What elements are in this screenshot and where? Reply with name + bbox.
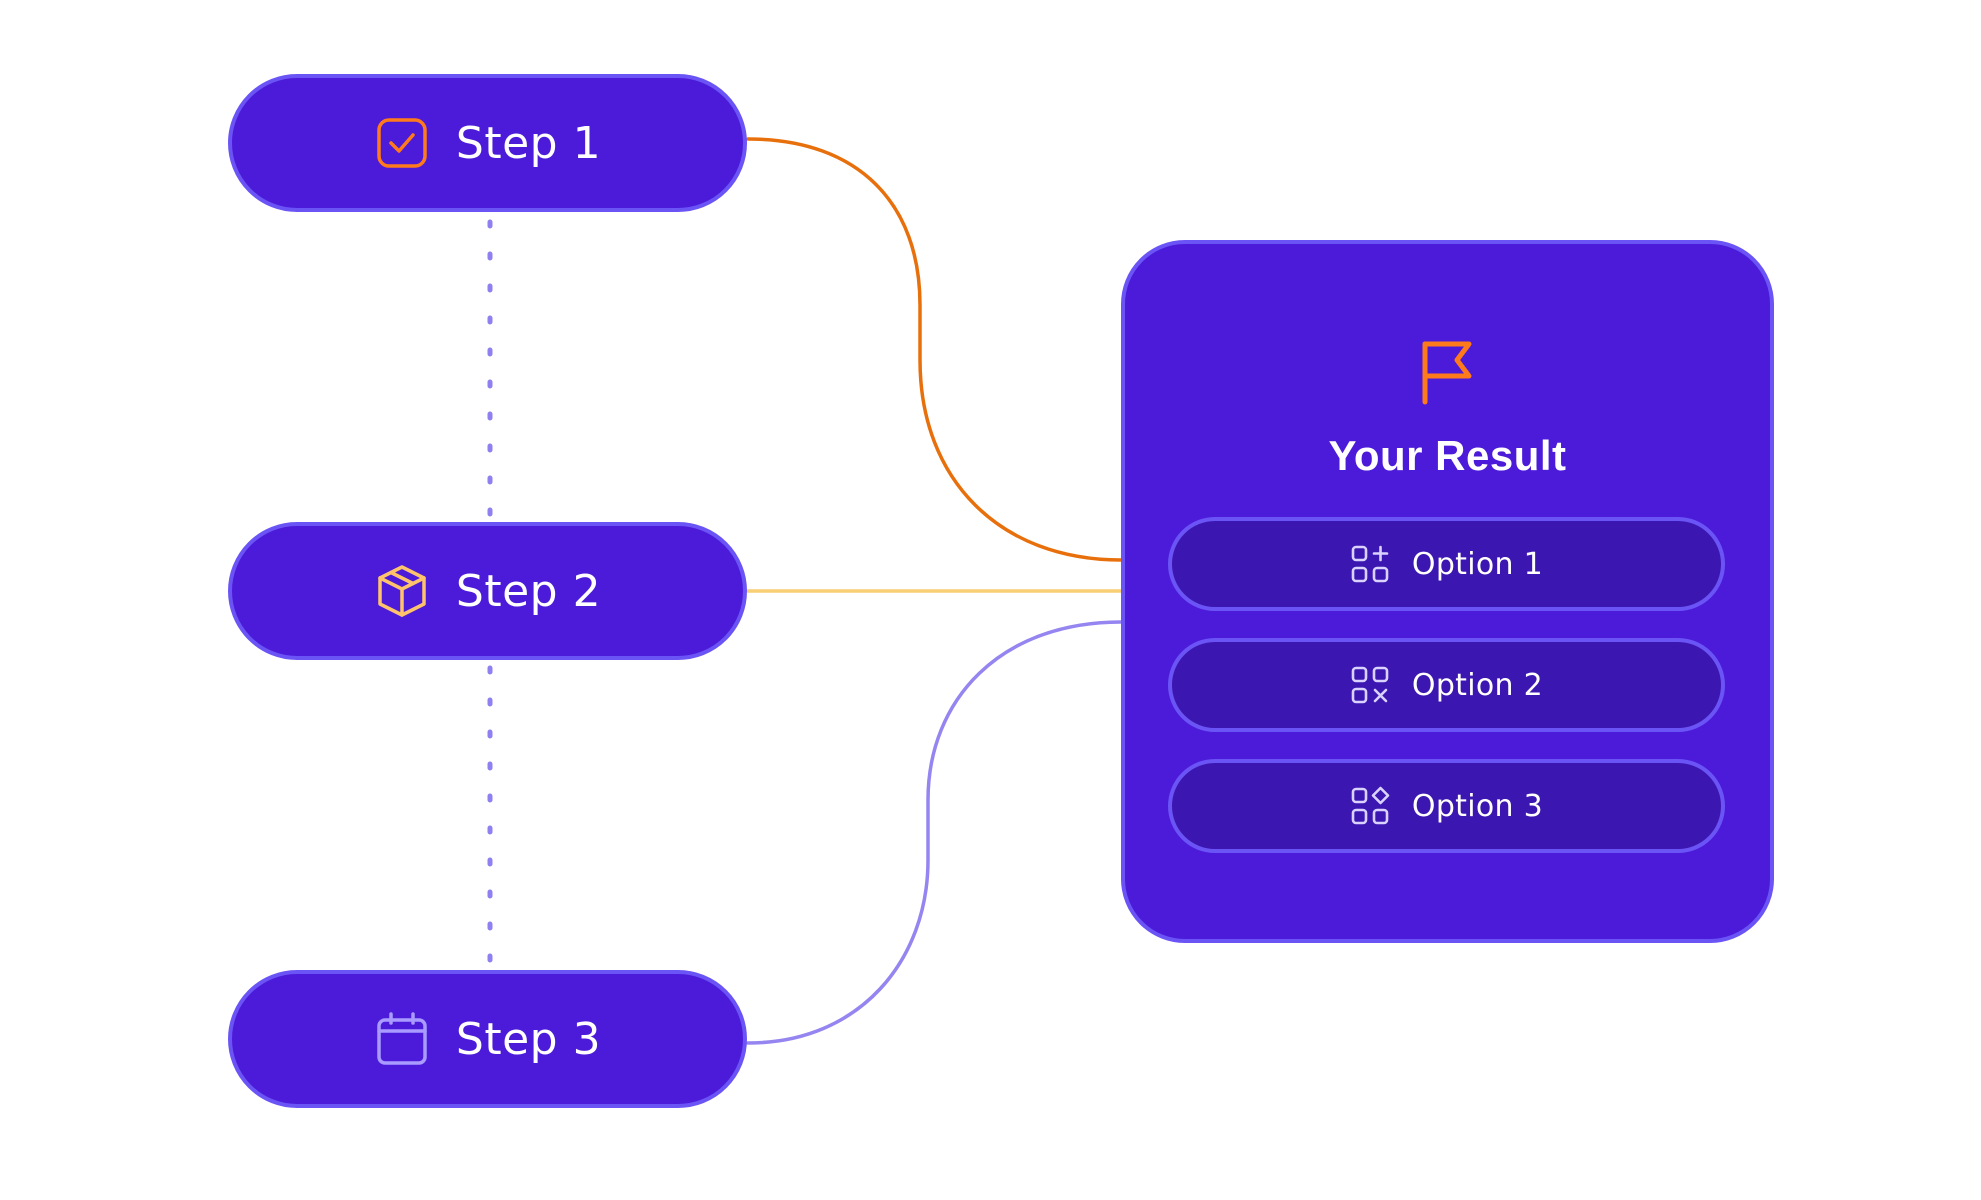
checkbox-icon (377, 118, 427, 168)
option-2-button[interactable]: Option 2 (1168, 638, 1725, 732)
box-icon (378, 565, 426, 617)
step-1-node[interactable]: Step 1 (228, 74, 747, 212)
flag-icon (1422, 341, 1472, 405)
option-3-button[interactable]: Option 3 (1168, 759, 1725, 853)
option-2-label: Option 2 (1411, 667, 1544, 703)
grid-x-icon (1351, 666, 1389, 704)
step-1-label: Step 1 (455, 117, 602, 169)
option-1-label: Option 1 (1411, 546, 1544, 582)
connector-step3-result (746, 620, 1123, 1045)
calendar-icon (377, 1012, 427, 1065)
step-2-label: Step 2 (455, 565, 602, 617)
grid-diamond-icon (1351, 786, 1390, 825)
grid-plus-icon (1351, 545, 1389, 583)
option-1-button[interactable]: Option 1 (1168, 517, 1725, 611)
step-2-node[interactable]: Step 2 (228, 522, 747, 660)
result-card: Your Result Option 1 Option 2 (1121, 240, 1774, 943)
connector-step1-result (746, 137, 1123, 562)
step-3-label: Step 3 (455, 1013, 602, 1065)
step-3-node[interactable]: Step 3 (228, 970, 747, 1108)
option-3-label: Option 3 (1411, 788, 1544, 824)
result-title: Your Result (1328, 432, 1567, 479)
